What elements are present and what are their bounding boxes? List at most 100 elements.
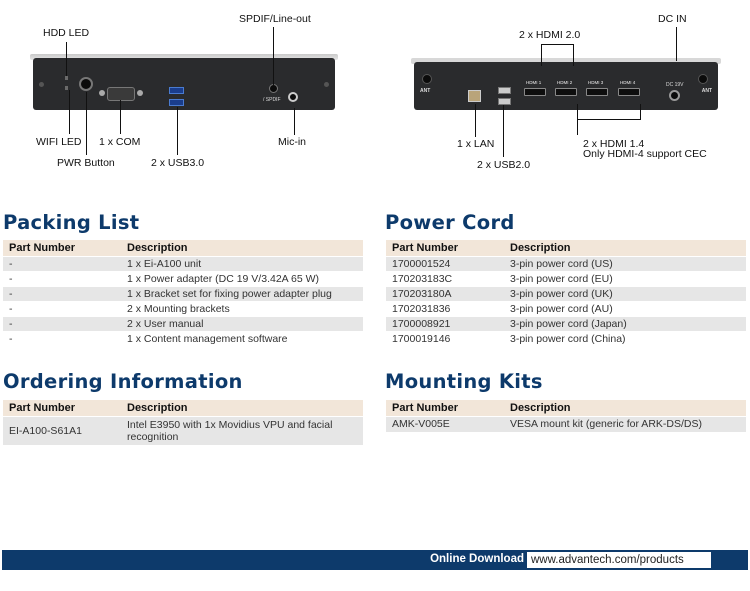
part-number-cell: - [3, 256, 121, 272]
usb3-port-icon [169, 99, 184, 106]
footer-bar: Online Download www.advantech.com/produc… [2, 550, 748, 570]
wifi-led-callout: WIFI LED [36, 136, 82, 148]
table-header-row: Part Number Description [386, 240, 746, 257]
hdmi14-note: Only HDMI-4 support CEC [583, 148, 707, 160]
ordering-information-title: Ordering Information [3, 370, 243, 393]
description-cell: 3-pin power cord (Japan) [504, 316, 746, 332]
table-row: -1 x Content management software [3, 331, 363, 347]
rear-panel-top-edge [411, 58, 721, 64]
power-button-icon [79, 77, 93, 91]
screw-icon [99, 90, 105, 96]
hdmi20-leader-line [573, 44, 574, 66]
column-header: Part Number [3, 400, 121, 417]
description-cell: 2 x Mounting brackets [121, 301, 363, 317]
hdd-led-icon [65, 76, 68, 80]
mic-in-callout: Mic-in [278, 136, 306, 148]
usb2-leader-line [503, 105, 504, 157]
usb3-callout: 2 x USB3.0 [151, 157, 205, 169]
screw-icon [39, 82, 44, 87]
table-header-row: Part Number Description [3, 400, 363, 417]
hdmi20-callout: 2 x HDMI 2.0 [519, 29, 581, 41]
rear-panel-body: ANT ANT HDMI 1 HDMI 2 HDMI 3 HDMI 4 DC 1… [414, 62, 718, 110]
part-number-cell: - [3, 331, 121, 347]
description-cell: 1 x Power adapter (DC 19 V/3.42A 65 W) [121, 271, 363, 287]
front-panel-diagram: / SPDIF [30, 54, 338, 110]
hdmi2-port-icon [555, 88, 577, 96]
part-number-cell: EI-A100-S61A1 [3, 416, 121, 445]
usb2-callout: 2 x USB2.0 [477, 159, 531, 171]
table-header-row: Part Number Description [3, 240, 363, 257]
mic-jack-icon [288, 92, 298, 102]
column-header: Part Number [3, 240, 121, 257]
description-cell: 1 x Bracket set for fixing power adapter… [121, 286, 363, 302]
table-row: -2 x User manual [3, 316, 363, 332]
front-panel-top-edge [30, 54, 338, 60]
antenna-icon [698, 74, 708, 84]
table-header-row: Part Number Description [386, 400, 746, 417]
description-cell: 1 x Ei-A100 unit [121, 256, 363, 272]
column-header: Description [504, 400, 746, 417]
part-number-cell: 170203183C [386, 271, 504, 287]
hdmi3-port-icon [586, 88, 608, 96]
hdmi14-leader-line [577, 119, 640, 120]
part-number-cell: - [3, 286, 121, 302]
description-cell: 3-pin power cord (UK) [504, 286, 746, 302]
com-leader-line [120, 100, 121, 134]
part-number-cell: 170203180A [386, 286, 504, 302]
description-cell: 3-pin power cord (China) [504, 331, 746, 347]
pwr-button-callout: PWR Button [57, 157, 115, 169]
table-row: -1 x Power adapter (DC 19 V/3.42A 65 W) [3, 271, 363, 287]
hdmi14-leader-line [577, 104, 578, 135]
part-number-cell: 1702031836 [386, 301, 504, 317]
download-url-link[interactable]: www.advantech.com/products [527, 552, 711, 568]
packing-list-title: Packing List [3, 211, 140, 234]
description-cell: 2 x User manual [121, 316, 363, 332]
dc-label: DC 19V [666, 82, 684, 88]
screw-icon [324, 82, 329, 87]
wifi-led-icon [65, 86, 68, 90]
lan-port-icon [468, 90, 481, 102]
dc-in-callout: DC IN [658, 13, 687, 25]
dc-jack-icon [669, 90, 680, 101]
part-number-cell: - [3, 271, 121, 287]
front-panel-body: / SPDIF [33, 58, 335, 110]
table-row: -1 x Bracket set for fixing power adapte… [3, 286, 363, 302]
column-header: Description [121, 400, 363, 417]
description-cell: 1 x Content management software [121, 331, 363, 347]
com-callout: 1 x COM [99, 136, 141, 148]
hdmi3-label: HDMI 3 [588, 80, 604, 85]
hdmi14-leader-line [640, 104, 641, 120]
description-cell: 3-pin power cord (US) [504, 256, 746, 272]
description-cell: Intel E3950 with 1x Movidius VPU and fac… [121, 416, 363, 445]
part-number-cell: AMK-V005E [386, 416, 504, 432]
mic-leader-line [294, 108, 295, 135]
column-header: Description [121, 240, 363, 257]
column-header: Part Number [386, 400, 504, 417]
wifi-led-leader-line [69, 90, 70, 134]
table-row: -1 x Ei-A100 unit [3, 256, 363, 272]
mounting-kits-title: Mounting Kits [385, 370, 543, 393]
spdif-leader-line [273, 27, 274, 85]
lan-leader-line [475, 104, 476, 137]
screw-icon [137, 90, 143, 96]
ant-left-label: ANT [420, 88, 431, 94]
ant-right-label: ANT [701, 88, 712, 94]
part-number-cell: 1700008921 [386, 316, 504, 332]
antenna-icon [422, 74, 432, 84]
spdif-jack-icon [269, 84, 278, 93]
hdmi2-label: HDMI 2 [557, 80, 573, 85]
hdmi4-port-icon [618, 88, 640, 96]
hdmi20-leader-line [541, 44, 542, 66]
usb3-port-icon [169, 87, 184, 94]
column-header: Part Number [386, 240, 504, 257]
